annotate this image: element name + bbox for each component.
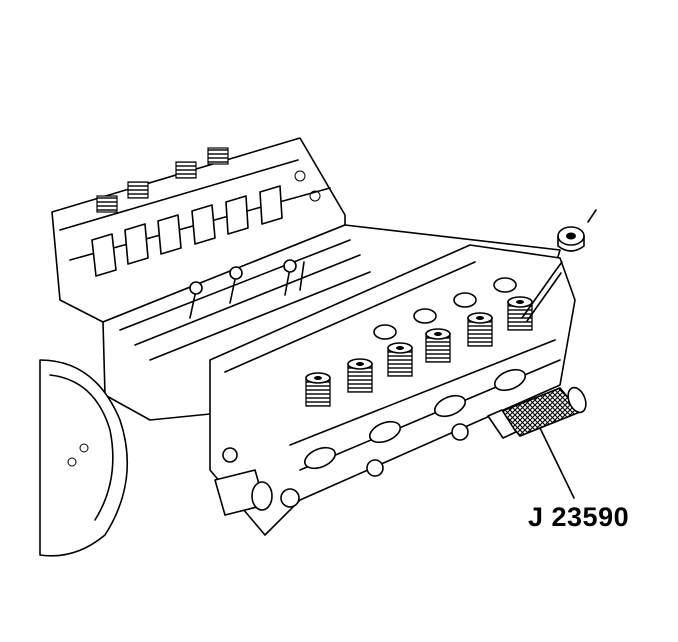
callout-leader-line: [539, 427, 575, 499]
tool-j-23590: [487, 386, 587, 439]
pushrods: [189, 259, 305, 319]
rocker-bosses: [373, 277, 517, 340]
valve-spring-cap: [557, 209, 597, 252]
tool-callout-label: J 23590: [528, 502, 630, 532]
head-bolts: [222, 423, 469, 508]
exhaust-ports: [303, 368, 527, 470]
rear-valve-springs: [96, 147, 229, 213]
front-valve-springs: [305, 296, 533, 407]
water-outlet: [214, 469, 273, 516]
flexplate: [39, 359, 129, 557]
rear-cylinder-head: [51, 137, 346, 323]
valve-stem: [521, 261, 563, 322]
